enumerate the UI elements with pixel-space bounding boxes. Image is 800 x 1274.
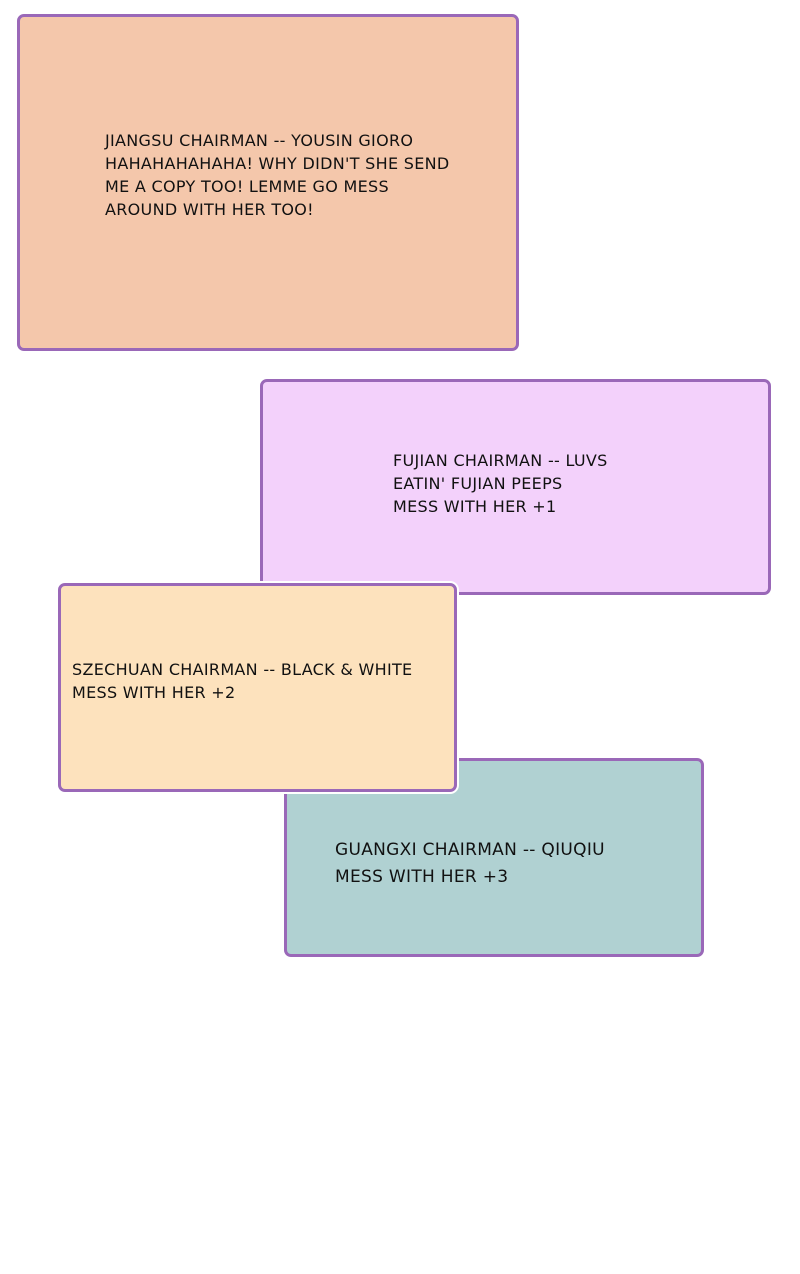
panel-message: FUJIAN CHAIRMAN -- LUVS EATIN' FUJIAN PE… — [393, 449, 608, 518]
message-line: EATIN' FUJIAN PEEPS — [393, 474, 563, 493]
message-line: MESS WITH HER +2 — [72, 683, 236, 702]
message-line: ME A COPY TOO! LEMME GO MESS — [105, 177, 389, 196]
panel-message: GUANGXI CHAIRMAN -- QIUQIU MESS WITH HER… — [335, 837, 605, 891]
message-line: GUANGXI CHAIRMAN -- QIUQIU — [335, 840, 605, 860]
message-line: FUJIAN CHAIRMAN -- LUVS — [393, 451, 608, 470]
chat-panel-jiangsu: JIANGSU CHAIRMAN -- YOUSIN GIORO HAHAHAH… — [17, 14, 519, 351]
message-line: MESS WITH HER +3 — [335, 867, 509, 887]
panel-message: SZECHUAN CHAIRMAN -- BLACK & WHITE MESS … — [72, 658, 412, 704]
chat-panel-szechuan: SZECHUAN CHAIRMAN -- BLACK & WHITE MESS … — [58, 583, 457, 792]
message-line: SZECHUAN CHAIRMAN -- BLACK & WHITE — [72, 660, 413, 679]
message-line: MESS WITH HER +1 — [393, 497, 557, 516]
panel-message: JIANGSU CHAIRMAN -- YOUSIN GIORO HAHAHAH… — [105, 129, 450, 221]
message-line: HAHAHAHAHAHA! WHY DIDN'T SHE SEND — [105, 154, 450, 173]
chat-panel-fujian: FUJIAN CHAIRMAN -- LUVS EATIN' FUJIAN PE… — [260, 379, 771, 595]
message-line: AROUND WITH HER TOO! — [105, 200, 314, 219]
message-line: JIANGSU CHAIRMAN -- YOUSIN GIORO — [105, 131, 414, 150]
